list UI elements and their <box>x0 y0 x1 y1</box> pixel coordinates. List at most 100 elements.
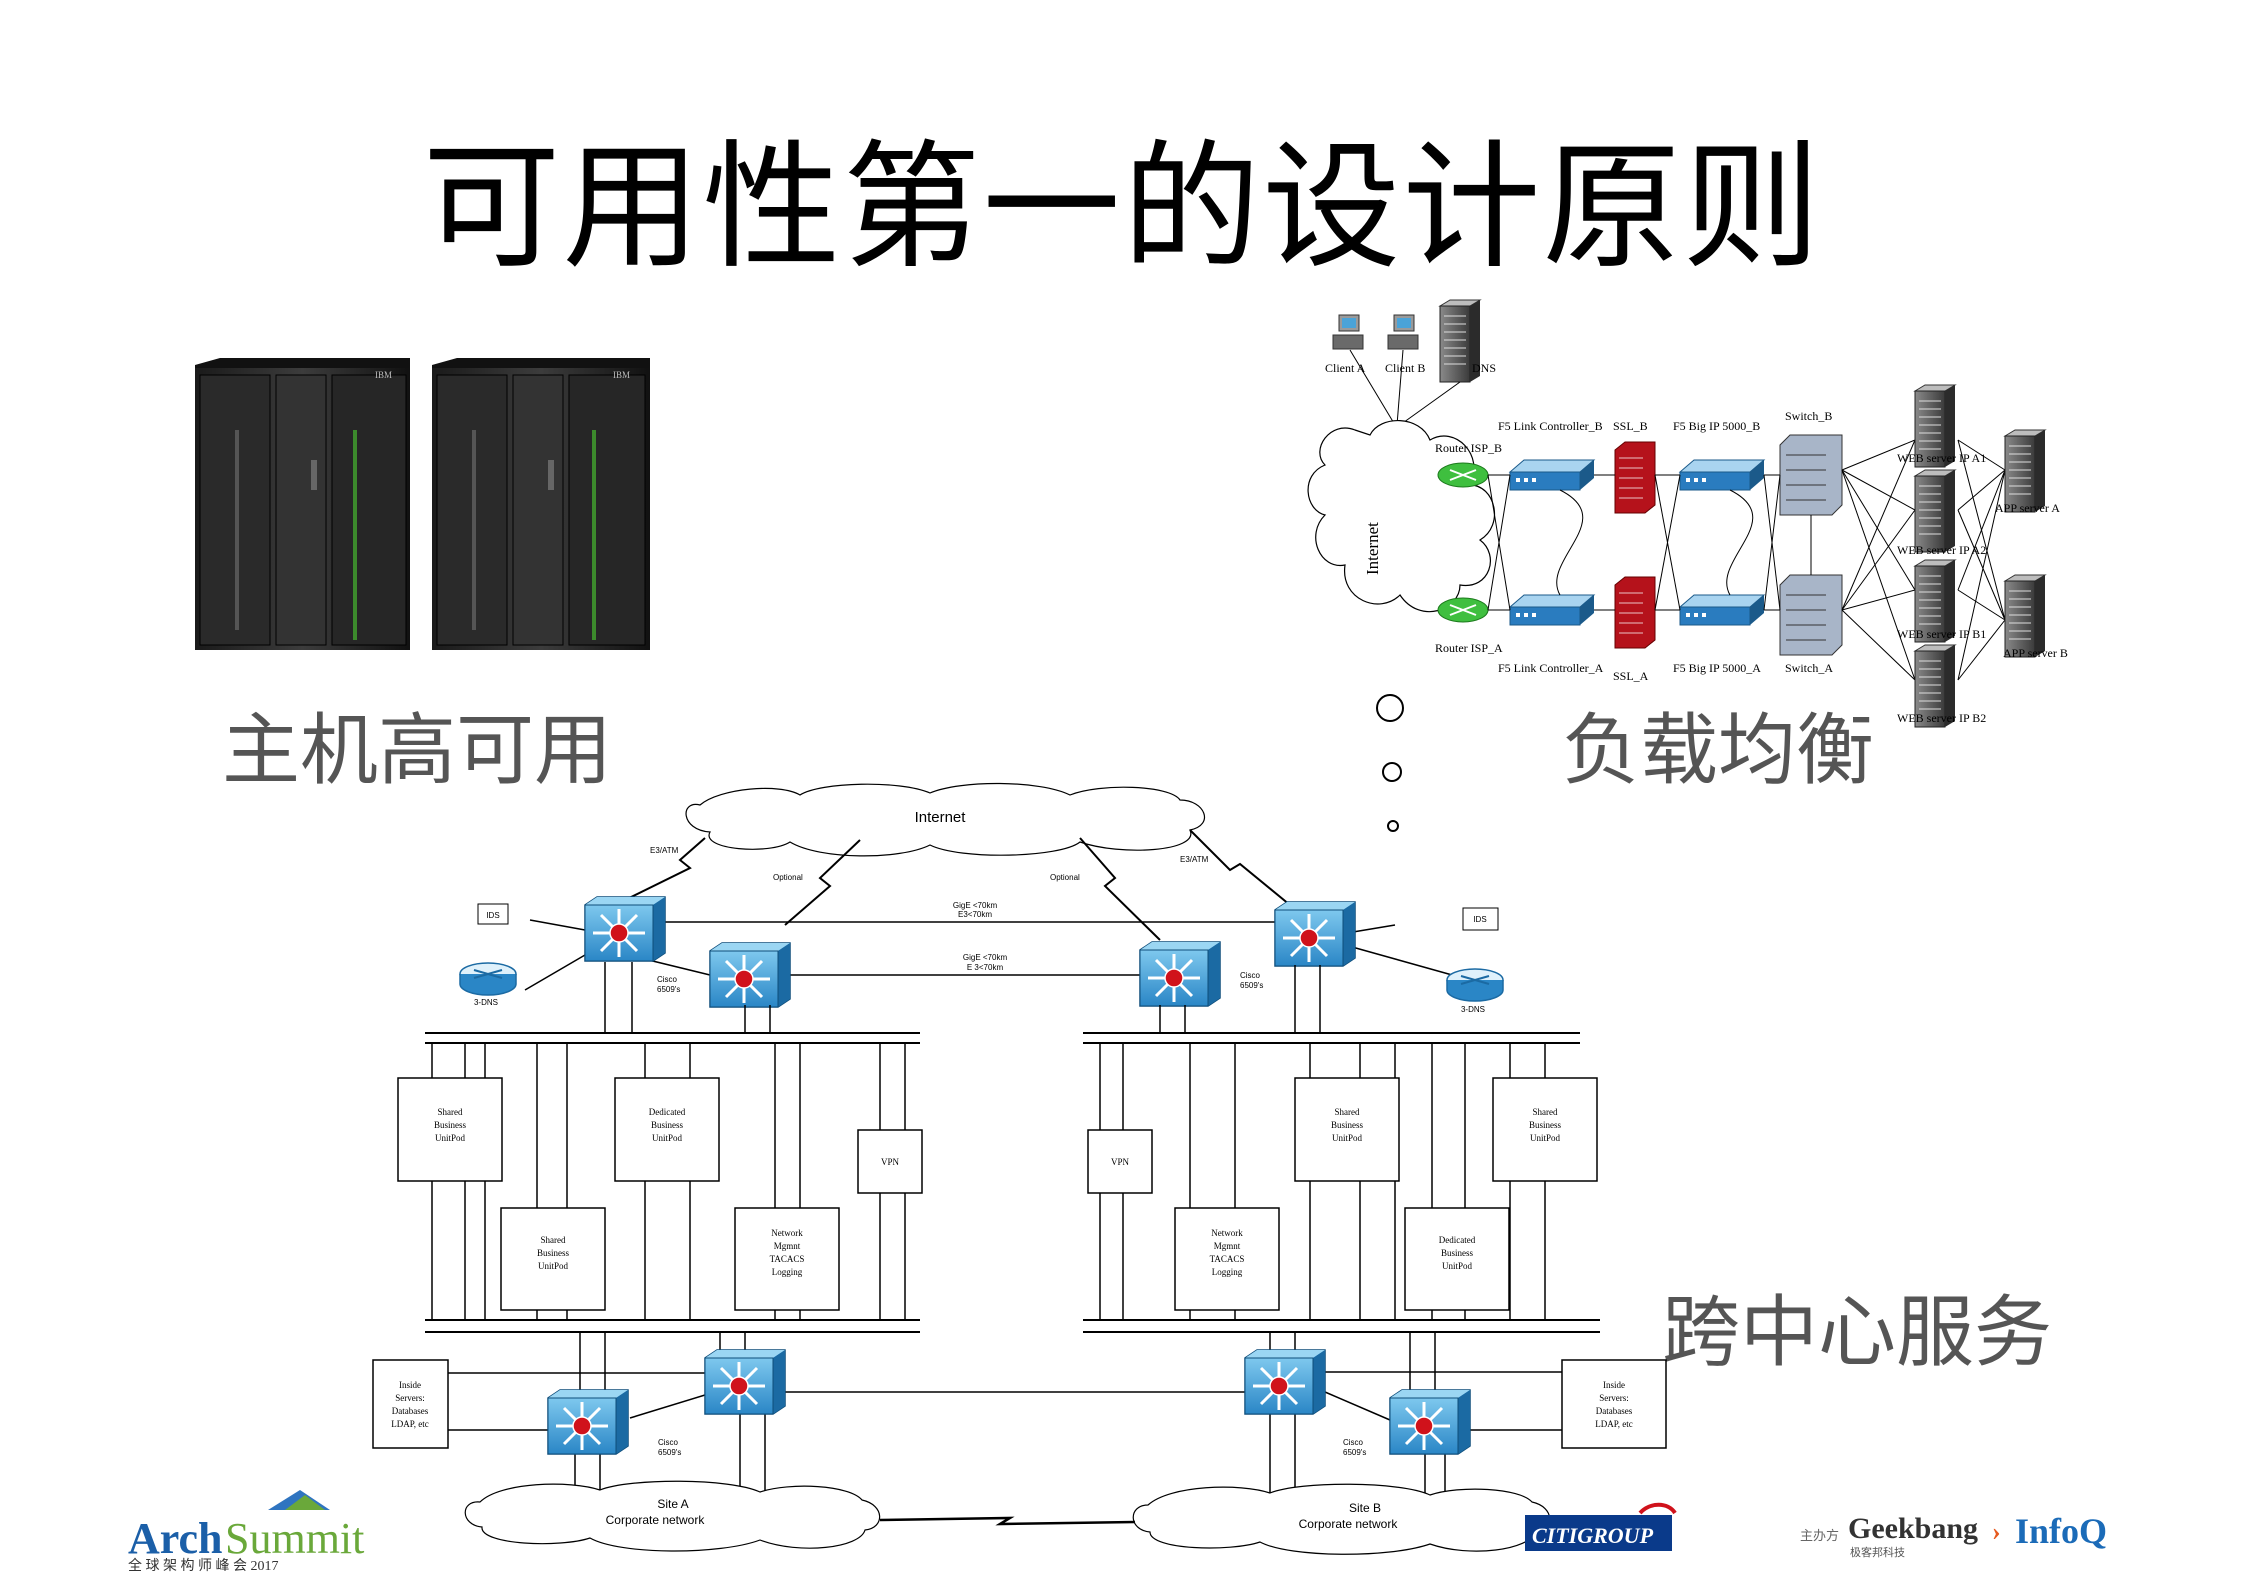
right-dedicated-pod <box>1404 1207 1510 1311</box>
site-a-label-2: Corporate network <box>606 1513 706 1527</box>
client-b-label: Client B <box>1385 361 1425 375</box>
ldp-l3: UnitPod <box>652 1133 683 1143</box>
cisco-label-right-a: Cisco <box>1240 971 1261 980</box>
mainframe-right: IBM <box>432 358 650 650</box>
rsp2-l1: Shared <box>1533 1107 1558 1117</box>
mainframe-right-brand: IBM <box>613 370 630 380</box>
caption-host-ha: 主机高可用 <box>222 706 613 796</box>
core-switch-right-b-icon <box>1273 900 1357 968</box>
ids-label-right: IDS <box>1473 915 1486 924</box>
lnm-l4: Logging <box>772 1267 803 1277</box>
ssl-b-label: SSL_B <box>1613 419 1648 433</box>
app-server-a-label: APP server A <box>1995 501 2060 515</box>
core-switch-left-a-icon <box>583 895 667 963</box>
rsp1-l2: Business <box>1331 1120 1364 1130</box>
rsp1-l3: UnitPod <box>1332 1133 1363 1143</box>
three-dns-right-icon <box>1446 968 1504 1002</box>
geekbang-sub: 极客邦科技 <box>1850 1545 1905 1559</box>
web-server-b2-label: WEB server IP B2 <box>1897 711 1986 725</box>
lsp1-l1: Shared <box>438 1107 463 1117</box>
mainframe-left: IBM <box>195 358 410 650</box>
cisco-lower-left-b: 6509's <box>658 1448 681 1457</box>
dc-link2-a: GigE <70km <box>963 953 1008 962</box>
rsp2-l2: Business <box>1529 1120 1562 1130</box>
dc-e3-left-label: E3/ATM <box>650 846 679 855</box>
three-dns-left-icon <box>459 962 517 996</box>
host-label: 主办方 <box>1800 1528 1839 1543</box>
site-a-label-1: Site A <box>657 1497 688 1511</box>
site-b-label-1: Site B <box>1349 1501 1381 1515</box>
arch-text: Arch <box>128 1514 223 1563</box>
thought-bubble-large <box>1376 694 1404 722</box>
left-shared-pod-1 <box>397 1077 503 1182</box>
dc-diagram: Internet E3/ATM Optional Optional E3/ATM… <box>372 782 1667 1555</box>
rdp-l1: Dedicated <box>1439 1235 1476 1245</box>
infoq-text: InfoQ <box>2015 1511 2107 1551</box>
web-server-a2-label: WEB server IP A2 <box>1897 543 1986 557</box>
geekbang-arrow-icon: › <box>1992 1517 2001 1546</box>
switch-b-icon <box>1779 434 1843 516</box>
lb-diagram: Client A Client B DNS Internet Router IS… <box>1307 299 2068 728</box>
bigip-b-icon <box>1679 459 1765 491</box>
link-controller-b-label: F5 Link Controller_B <box>1498 419 1603 433</box>
link-controller-b-icon <box>1509 459 1595 491</box>
lnm-l2: Mgmnt <box>774 1241 801 1251</box>
right-shared-pod-1 <box>1294 1077 1400 1182</box>
rsp2-l3: UnitPod <box>1530 1133 1561 1143</box>
rsp1-l1: Shared <box>1335 1107 1360 1117</box>
router-isp-a-icon <box>1437 597 1489 623</box>
dc-optional-left-label: Optional <box>773 873 803 882</box>
switch-a-label: Switch_A <box>1785 661 1833 675</box>
isl-l4: LDAP, etc <box>391 1419 429 1429</box>
app-server-b-label: APP server B <box>2003 646 2068 660</box>
rdp-l3: UnitPod <box>1442 1261 1473 1271</box>
ssl-a-icon <box>1614 576 1656 649</box>
cisco-label-left-a: Cisco <box>657 975 678 984</box>
left-shared-pod-2 <box>500 1207 606 1311</box>
dc-link1-b: E3<70km <box>958 910 992 919</box>
cisco-label-left-b: 6509's <box>657 985 680 994</box>
dc-internet-label: Internet <box>915 809 967 826</box>
isl-l1: Inside <box>399 1380 421 1390</box>
lnm-l3: TACACS <box>770 1254 805 1264</box>
router-isp-b-label: Router ISP_B <box>1435 441 1502 455</box>
lsp1-l3: UnitPod <box>435 1133 466 1143</box>
inside-servers-right <box>1561 1359 1667 1449</box>
router-isp-a-label: Router ISP_A <box>1435 641 1503 655</box>
dc-link1-a: GigE <70km <box>953 901 998 910</box>
rdp-l2: Business <box>1441 1248 1474 1258</box>
three-dns-left-label: 3-DNS <box>474 998 498 1007</box>
dc-optional-right-label: Optional <box>1050 873 1080 882</box>
thought-bubble-medium <box>1382 762 1402 782</box>
web-server-a2-icon <box>1914 469 1956 553</box>
three-dns-right-label: 3-DNS <box>1461 1005 1485 1014</box>
ids-box-left <box>477 903 509 925</box>
citigroup-logo: CITIGROUP <box>1525 1502 1677 1551</box>
ids-label-left: IDS <box>486 911 499 920</box>
left-vpn-label: VPN <box>881 1157 900 1167</box>
site-wan-link <box>879 1516 1136 1526</box>
lsp1-l2: Business <box>434 1120 467 1130</box>
left-vpn-box <box>857 1129 923 1194</box>
rnm-l2: Mgmnt <box>1214 1241 1241 1251</box>
web-server-b1-label: WEB server IP B1 <box>1897 627 1986 641</box>
dist-switch-right-b-icon <box>1388 1388 1472 1456</box>
bigip-a-label: F5 Big IP 5000_A <box>1673 661 1761 675</box>
dns-label: DNS <box>1472 361 1496 375</box>
lsp2-l1: Shared <box>541 1235 566 1245</box>
core-switch-left-b-icon <box>708 941 792 1009</box>
arch-sub-text: 全 球 架 构 师 峰 会 2017 <box>128 1557 279 1574</box>
rnm-l4: Logging <box>1212 1267 1243 1277</box>
site-b-label-2: Corporate network <box>1299 1517 1399 1531</box>
cisco-lower-right-b: 6509's <box>1343 1448 1366 1457</box>
app-server-a-icon <box>2004 429 2046 513</box>
bigip-a-icon <box>1679 594 1765 626</box>
ssl-a-label: SSL_A <box>1613 669 1649 683</box>
lb-internet-label: Internet <box>1363 522 1382 575</box>
cisco-lower-right-a: Cisco <box>1343 1438 1364 1447</box>
lsp2-l3: UnitPod <box>538 1261 569 1271</box>
geekbang-text: Geekbang <box>1848 1512 1978 1545</box>
link-controller-a-label: F5 Link Controller_A <box>1498 661 1604 675</box>
page-title: 可用性第一的设计原则 <box>422 127 1823 288</box>
